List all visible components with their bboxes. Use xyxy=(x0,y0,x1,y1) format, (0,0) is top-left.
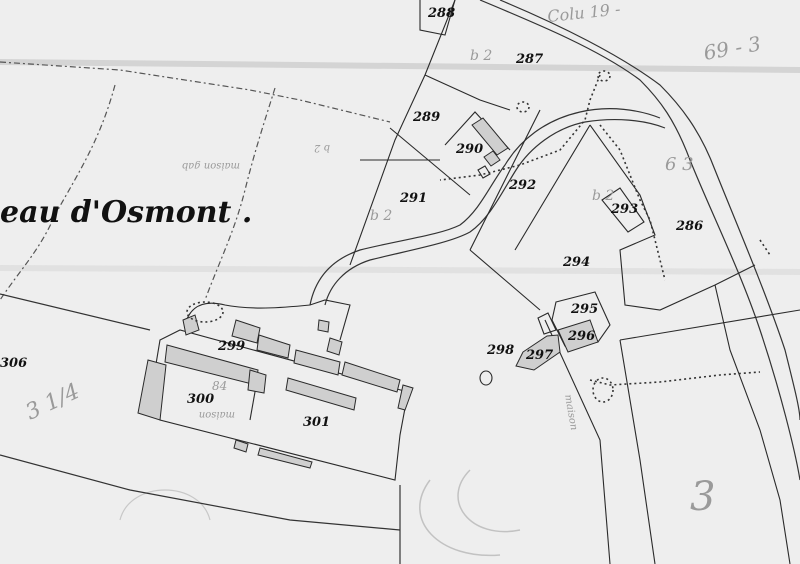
building xyxy=(257,447,313,469)
parcel-boundary-288 xyxy=(419,0,456,36)
building xyxy=(471,117,509,156)
building xyxy=(247,369,267,394)
parcel-293 xyxy=(601,187,645,233)
pencil-annotation: 84 xyxy=(212,379,227,393)
parcel-boundary xyxy=(349,0,456,266)
parcel-number-287: 287 xyxy=(515,52,543,67)
field-boundary xyxy=(0,61,391,123)
building xyxy=(231,319,261,344)
parcel-boundary xyxy=(514,124,591,251)
map-title: eau d'Osmont . xyxy=(0,195,252,230)
parcel-boundary-299 xyxy=(184,299,351,341)
parcel-number-300: 300 xyxy=(187,392,214,407)
pencil-swirl xyxy=(119,489,211,521)
building xyxy=(341,361,401,393)
pencil-swirl xyxy=(419,469,521,557)
parcel-boundary xyxy=(469,109,541,251)
building xyxy=(137,359,167,421)
building xyxy=(182,314,200,336)
parcel-296 xyxy=(557,319,599,353)
parcel-number-292: 292 xyxy=(508,178,536,193)
parcel-295-annex xyxy=(537,312,557,335)
pencil-annotation: 6 3 xyxy=(665,154,694,175)
footpath xyxy=(439,74,601,181)
pond-symbol xyxy=(186,301,224,323)
building xyxy=(233,439,249,453)
road-edge xyxy=(0,454,401,531)
pencil-annotation: b 2 xyxy=(470,48,492,64)
building xyxy=(477,165,491,179)
parcel-number-291: 291 xyxy=(399,191,427,206)
building xyxy=(317,319,330,333)
pencil-annotation: Colu 19 - xyxy=(546,0,621,26)
field-boundary xyxy=(204,87,276,301)
building xyxy=(397,384,414,411)
parcel-boundary xyxy=(544,319,611,564)
parcel-number-296: 296 xyxy=(567,329,595,344)
parcel-labels: 288 287 289 290 291 292 293 286 294 295 296 297 298 2… xyxy=(0,6,703,430)
parcel-number-286: 286 xyxy=(675,219,703,234)
road-edge xyxy=(479,0,800,481)
lane-edge xyxy=(309,108,661,306)
building xyxy=(293,349,341,376)
parcel-297 xyxy=(515,334,561,371)
tree-symbol xyxy=(516,101,530,113)
parcel-number-289: 289 xyxy=(412,110,440,125)
parcel-number-297: 297 xyxy=(525,348,553,363)
pencil-annotations: Colu 19 - 69 - 3 b 2 b 2 b 2 maison gab b 2 84 m… xyxy=(22,0,763,520)
pencil-annotation: maison xyxy=(199,409,235,420)
pencil-annotation: 3 1/4 xyxy=(22,379,84,425)
pencil-annotation: b 2 xyxy=(370,208,392,224)
parcel-number-301: 301 xyxy=(303,415,330,430)
pencil-annotation: maison gab xyxy=(182,160,240,171)
parcel-boundary xyxy=(389,127,471,196)
pencil-annotation: 69 - 3 xyxy=(702,31,763,65)
paper-fold xyxy=(0,59,800,73)
parcel-boundary xyxy=(469,249,541,311)
pencil-annotation: 3 xyxy=(690,474,715,520)
parcel-boundary xyxy=(589,124,756,311)
road-edge xyxy=(0,293,151,331)
parcel-number-294: 294 xyxy=(562,255,590,270)
well-symbol xyxy=(479,370,493,386)
building xyxy=(256,334,291,359)
parcel-number-290: 290 xyxy=(455,142,483,157)
parcel-number-288: 288 xyxy=(427,6,455,21)
parcel-boundary xyxy=(619,339,656,564)
building xyxy=(326,337,343,356)
tree-symbol xyxy=(597,70,611,82)
building xyxy=(285,377,357,411)
pencil-annotation: b 2 xyxy=(314,142,330,153)
parcel-number-298: 298 xyxy=(486,343,514,358)
parcel-number-293: 293 xyxy=(610,202,638,217)
footpath xyxy=(589,371,761,386)
footpath xyxy=(599,124,666,281)
lane-edge xyxy=(324,118,666,306)
pencil-annotation: maison xyxy=(562,394,579,432)
parcel-number-295: 295 xyxy=(570,302,598,317)
building xyxy=(483,150,501,167)
field-boundary xyxy=(0,84,116,301)
paper-fold xyxy=(0,265,800,275)
tree-symbol xyxy=(592,377,614,403)
pencil-annotation: b 2 xyxy=(592,188,614,204)
footpath xyxy=(759,239,771,256)
parcel-boundary xyxy=(619,309,800,341)
road-edge xyxy=(499,0,800,421)
parcel-boundary xyxy=(714,284,791,564)
parcel-boundary xyxy=(424,74,511,111)
parcel-number-306: 306 xyxy=(0,356,27,371)
parcel-number-299: 299 xyxy=(217,339,245,354)
